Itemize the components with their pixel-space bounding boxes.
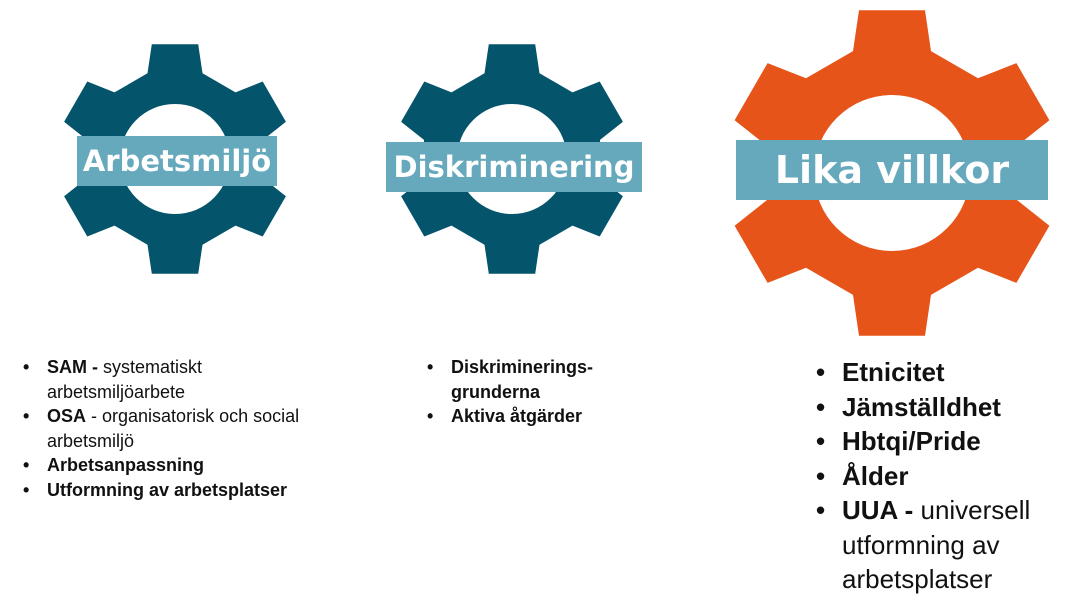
gear-label-diskriminering: Diskriminering <box>386 142 642 192</box>
list-item: Etnicitet <box>812 355 1074 390</box>
list-item: SAM - systematiskt arbetsmiljöarbete <box>20 355 340 404</box>
gear-icon-arbetsmiljo <box>64 44 286 274</box>
bullet-list-arbetsmiljo: SAM - systematiskt arbetsmiljöarbeteOSA … <box>20 355 340 502</box>
list-item-term: SAM - <box>47 357 103 377</box>
gear-label-arbetsmiljo: Arbetsmiljö <box>77 136 277 186</box>
list-item-term: Aktiva åtgärder <box>451 406 583 426</box>
gear-shape <box>734 10 1050 336</box>
list-item-description: systematiskt arbetsmiljöarbete <box>47 357 203 402</box>
gear-icon-diskriminering <box>401 44 623 274</box>
list-item: Aktiva åtgärder <box>424 404 664 429</box>
list-item-term: Ålder <box>842 460 909 491</box>
list-item-description: - organisatorisk och social arbetsmiljö <box>47 406 300 451</box>
list-item-description: universell utformning av arbetsplatser <box>842 495 1031 594</box>
list-item-term: Arbetsanpassning <box>47 455 205 475</box>
bullet-list-diskriminering: Diskriminerings-grundernaAktiva åtgärder <box>424 355 664 429</box>
list-item: Jämställdhet <box>812 390 1074 425</box>
bullet-list-lika-villkor: EtnicitetJämställdhetHbtqi/PrideÅlderUUA… <box>812 355 1074 597</box>
gear-shape <box>64 44 286 274</box>
list-item: OSA - organisatorisk och social arbetsmi… <box>20 404 340 453</box>
list-item: Utformning av arbetsplatser <box>20 478 340 503</box>
list-item-term: UUA - <box>842 495 921 525</box>
list-item: UUA - universell utformning av arbetspla… <box>812 493 1074 597</box>
gear-icon-lika-villkor <box>734 10 1050 336</box>
gear-label-lika-villkor: Lika villkor <box>736 140 1048 200</box>
list-item: Diskriminerings-grunderna <box>424 355 664 404</box>
list-item-term: Etnicitet <box>842 357 945 387</box>
list-item-term: Hbtqi/Pride <box>842 426 981 456</box>
list-item: Ålder <box>812 459 1074 494</box>
list-item-term: Jämställdhet <box>842 391 1001 422</box>
list-item-term: Diskriminerings-grunderna <box>451 357 594 402</box>
list-item-term: OSA <box>47 406 87 426</box>
gear-shape <box>401 44 623 274</box>
list-item-term: Utformning av arbetsplatser <box>47 479 288 500</box>
list-item: Hbtqi/Pride <box>812 424 1074 459</box>
list-item: Arbetsanpassning <box>20 453 340 478</box>
